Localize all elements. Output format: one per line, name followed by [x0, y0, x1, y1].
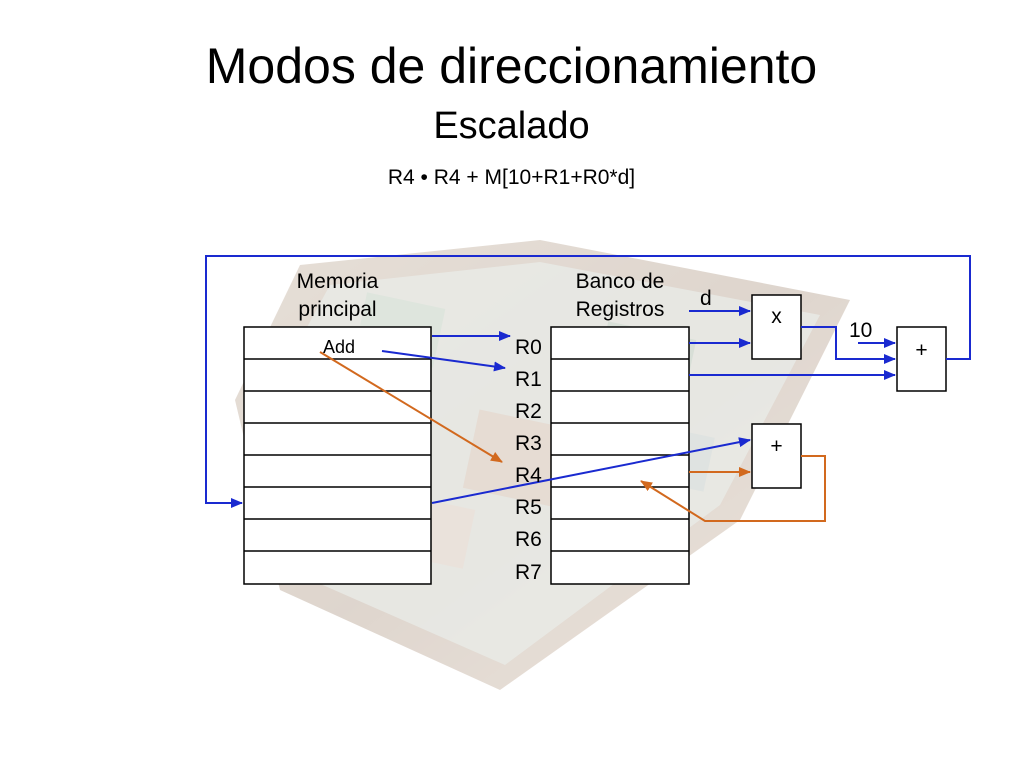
memory-label-line2: principal — [298, 298, 377, 321]
register-bank-table — [550, 326, 690, 585]
blue-wires — [205, 255, 971, 508]
register-r2-label: R2 — [515, 400, 542, 423]
wire-add-to-r4 — [319, 351, 503, 463]
input-d-label: d — [700, 287, 712, 310]
register-r7-label: R7 — [515, 561, 542, 584]
register-r4-label: R4 — [515, 464, 542, 487]
adder-bottom-symbol: + — [770, 435, 783, 458]
register-r0-label: R0 — [515, 336, 542, 359]
constant-10-label: 10 — [849, 319, 873, 342]
wire-memory-to-bottom-adder — [431, 437, 751, 504]
registers-label-line1: Banco de — [575, 270, 665, 293]
orange-wires — [319, 351, 826, 522]
register-r3-label: R3 — [515, 432, 542, 455]
adder-top-box — [896, 326, 947, 392]
multiplier-box — [751, 294, 802, 360]
register-r1-label: R1 — [515, 368, 542, 391]
registers-label-line2: Registros — [575, 298, 665, 321]
adder-top-symbol: + — [915, 339, 928, 362]
register-r6-label: R6 — [515, 528, 542, 551]
slide-subtitle: Escalado — [433, 105, 590, 147]
wire-adder-feedback-to-memory — [205, 255, 971, 508]
wire-bottom-adder-result-to-r4 — [640, 455, 826, 522]
main-memory-table — [243, 326, 432, 585]
wire-multiplier-to-adder — [801, 326, 896, 364]
registers-label: Banco de Registros — [551, 268, 689, 324]
memory-label: Memoria principal — [244, 268, 431, 324]
wire-add-to-r1 — [381, 350, 506, 372]
memory-label-line1: Memoria — [296, 270, 379, 293]
multiplier-symbol: x — [771, 305, 782, 328]
slide-title: Modos de direccionamiento — [205, 38, 818, 94]
memory-add-cell: Add — [322, 337, 356, 357]
formula: R4 • R4 + M[10+R1+R0*d] — [387, 166, 636, 189]
register-r5-label: R5 — [515, 496, 542, 519]
